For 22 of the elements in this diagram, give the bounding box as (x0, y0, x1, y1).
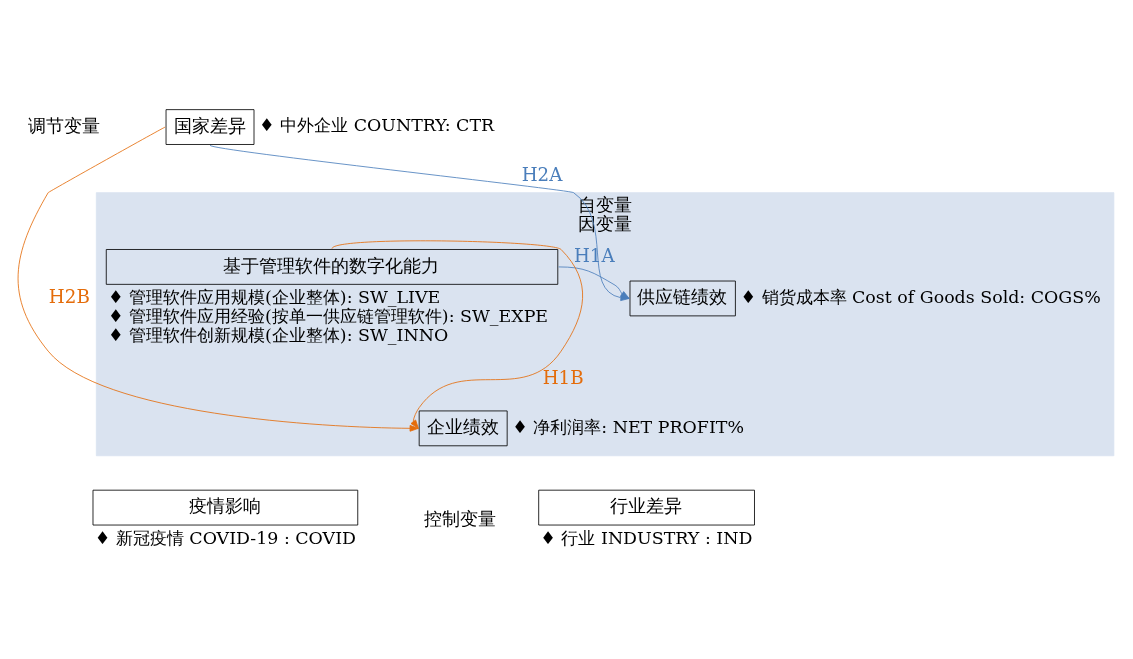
node-label: ♦ 中外企业 COUNTRY: CTR (258, 114, 495, 135)
label: 调节变量 (27, 114, 100, 136)
node-box: 供应链绩效 (629, 280, 736, 316)
label: 控制变量 (423, 507, 496, 529)
node-box: 疫情影响 (92, 489, 359, 525)
node-label: ♦ 净利润率: NET PROFIT% (512, 416, 744, 437)
edge-label: H2B (48, 285, 90, 307)
edge-label: H1A (573, 244, 615, 266)
node-label: ♦ 行业 INDUSTRY : IND (540, 527, 753, 548)
node-label: ♦ 管理软件创新规模(企业整体): SW_INNO (107, 324, 449, 345)
arrow (17, 126, 419, 432)
node-box: 国家差异 (165, 108, 255, 145)
edge-label: H2A (521, 163, 563, 185)
node-box: 基于管理软件的数字化能力 (105, 248, 559, 285)
node-label: ♦ 管理软件应用规模(企业整体): SW_LIVE (107, 286, 441, 307)
node-label: ♦ 销货成本率 Cost of Goods Sold: COGS% (740, 286, 1101, 307)
edge-label: H1B (542, 366, 584, 388)
node-label: ♦ 管理软件应用经验(按单一供应链管理软件): SW_EXPE (107, 305, 549, 326)
arrow (331, 239, 583, 429)
node-box: 企业绩效 (418, 410, 508, 446)
node-box: 行业差异 (538, 489, 755, 525)
node-label: ♦ 新冠疫情 COVID-19 : COVID (94, 527, 356, 548)
